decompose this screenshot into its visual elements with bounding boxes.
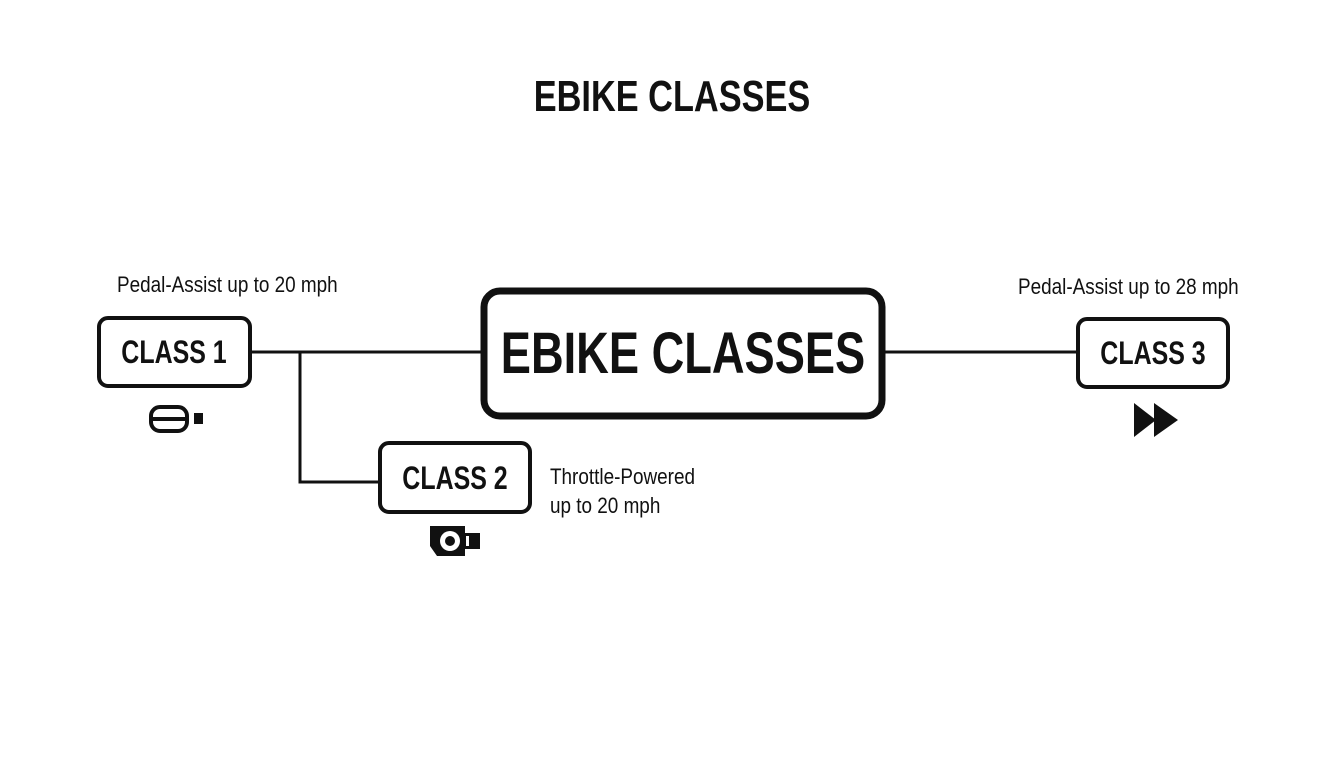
pedal-icon (149, 405, 203, 433)
throttle-icon (430, 526, 480, 556)
center-node: EBIKE CLASSES (480, 287, 886, 420)
page-title: EBIKE CLASSES (533, 72, 811, 121)
class2-label: CLASS 2 (402, 461, 507, 497)
class1-label: CLASS 1 (121, 335, 226, 371)
class3-label: CLASS 3 (1100, 336, 1205, 372)
class3-description: Pedal-Assist up to 28 mph (1018, 275, 1239, 300)
center-node-label: EBIKE CLASSES (501, 322, 865, 387)
connector-class1-class2 (298, 352, 380, 484)
fast-forward-icon (1134, 403, 1178, 437)
class3-node: CLASS 3 (1076, 317, 1230, 389)
class1-description: Pedal-Assist up to 20 mph (117, 273, 338, 298)
class2-node: CLASS 2 (378, 441, 532, 514)
class1-node: CLASS 1 (97, 316, 252, 388)
class2-description-line1: Throttle-Powered (550, 465, 695, 490)
class2-description-line2: up to 20 mph (550, 494, 660, 519)
